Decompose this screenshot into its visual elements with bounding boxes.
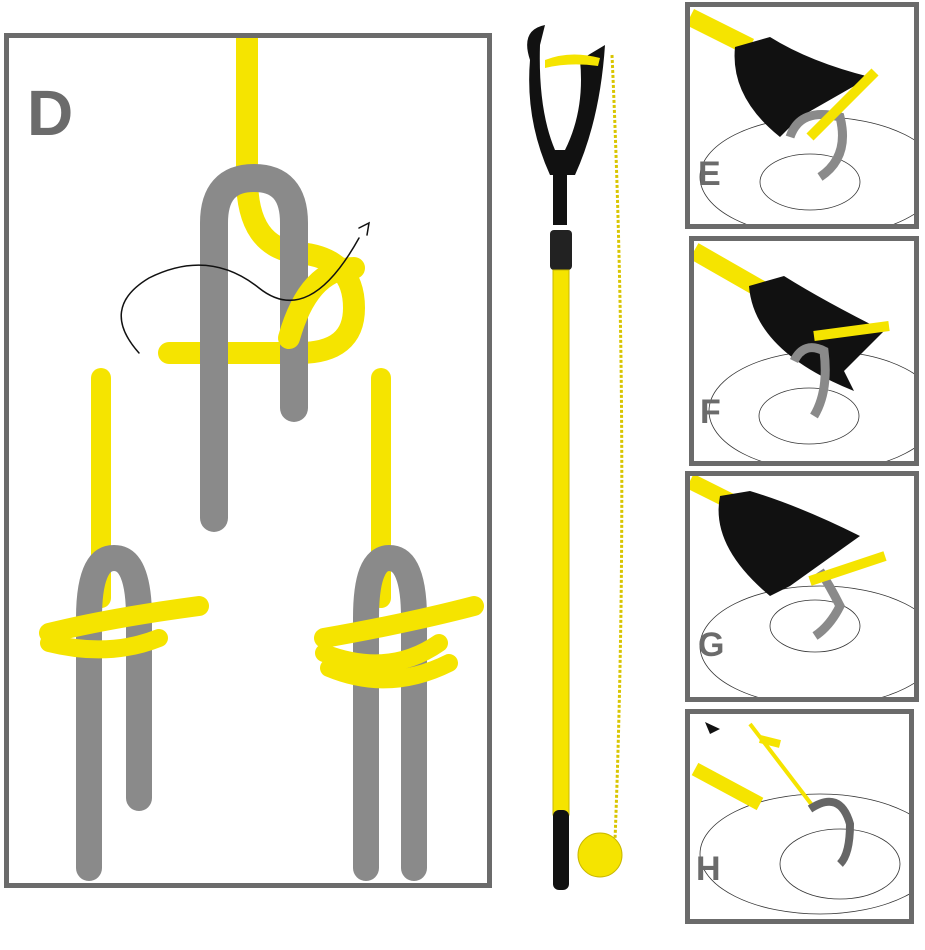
panel-d-knot-steps: D: [4, 33, 492, 888]
panel-e: E: [685, 2, 919, 229]
arrow-head-icon: [358, 221, 370, 236]
pole-grip: [553, 810, 569, 890]
working-rope: [158, 38, 366, 364]
panel-label-h: H: [696, 850, 721, 888]
line-cord: [610, 54, 624, 841]
hook-head: [527, 25, 605, 175]
direction-arrow-path: [120, 237, 360, 354]
gray-rope-loop: [200, 163, 308, 532]
panel-g-illustration: [690, 476, 914, 697]
pole-shaft: [552, 269, 570, 816]
panel-h-illustration: [691, 722, 909, 915]
panel-f-illustration: [694, 243, 914, 461]
knot-illustration: [39, 38, 484, 881]
panel-h: H: [685, 709, 914, 924]
panel-label-d: D: [27, 77, 74, 149]
panel-g: G: [685, 471, 919, 702]
gray-rope-left: [76, 544, 152, 881]
gray-rope-right: [353, 544, 427, 881]
panel-e-illustration: [690, 8, 914, 224]
panel-label-f: F: [700, 393, 721, 431]
panel-f: F: [689, 236, 919, 466]
panel-label-g: G: [698, 626, 725, 664]
panel-label-e: E: [698, 155, 721, 193]
line-coil: [577, 832, 623, 878]
